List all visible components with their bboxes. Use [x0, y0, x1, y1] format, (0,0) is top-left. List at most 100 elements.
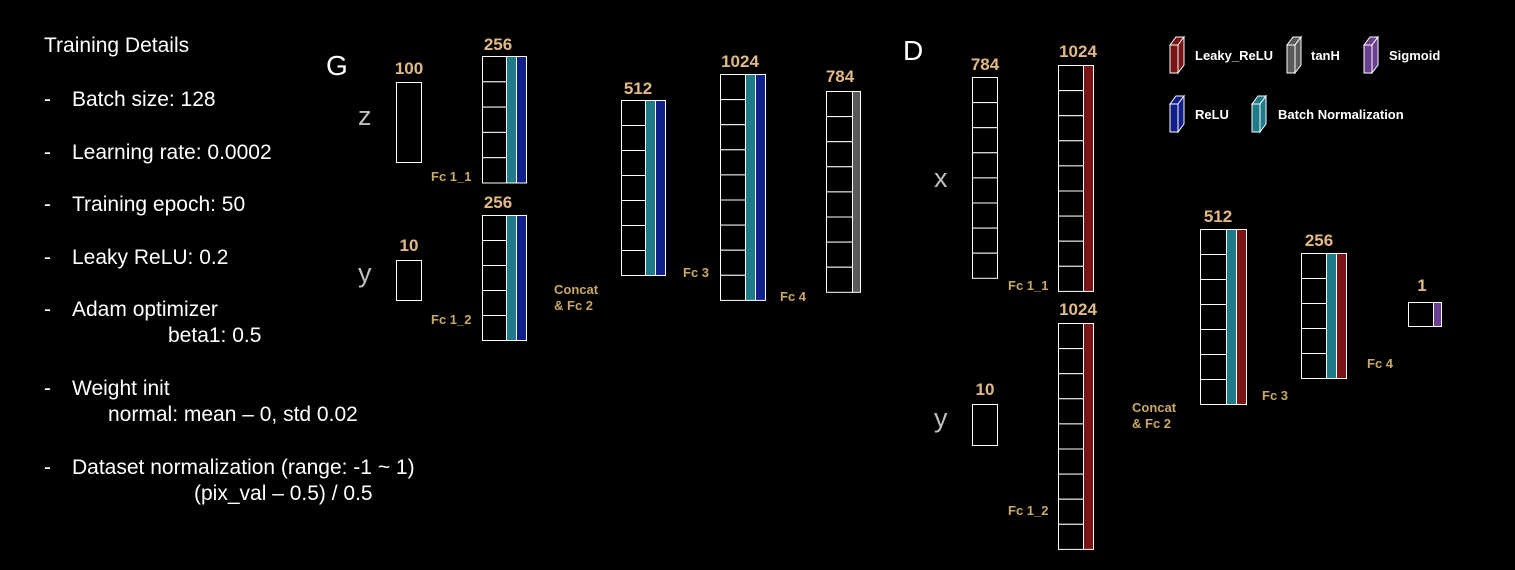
- g-fc2-cell: [621, 175, 646, 201]
- legend-relu-label: ReLU: [1195, 107, 1229, 122]
- d-fc12-activation-strip: [1083, 323, 1094, 550]
- g-fc3-activation-strip: [745, 74, 756, 301]
- d-fc3-activation-strip: [1326, 253, 1337, 379]
- d-fc11-cell: [1058, 115, 1084, 142]
- g-fc3-cell: [720, 199, 746, 226]
- legend-leaky-relu-label: Leaky_ReLU: [1195, 48, 1274, 63]
- legend-relu-icon: [1169, 103, 1179, 133]
- g-fc11-activation-strip: [516, 56, 527, 184]
- d-fc11-cell: [1058, 90, 1084, 117]
- detail-normalization-formula: (pix_val – 0.5) / 0.5: [194, 482, 373, 505]
- g-fc11-cell: [482, 56, 507, 83]
- d-fc12-label: Fc 1_2: [1008, 503, 1049, 518]
- d-input-x-cell: [972, 77, 998, 104]
- legend-batchnorm-label: Batch Normalization: [1278, 107, 1404, 122]
- detail-weight-init: -Weight init: [44, 377, 170, 400]
- discriminator-label: D: [903, 35, 924, 66]
- d-fc2-activation-strip: [1236, 229, 1247, 405]
- g-fc11-cell: [482, 81, 507, 108]
- g-size-fc4: 784: [825, 67, 855, 86]
- g-fc4-cell: [826, 191, 853, 218]
- g-size-fc3: 1024: [721, 52, 759, 71]
- d-fc2-activation-strip: [1226, 229, 1237, 405]
- g-fc3-cell: [720, 74, 746, 101]
- g-size-y: 10: [399, 236, 419, 255]
- g-fc2-activation-strip: [655, 100, 666, 276]
- d-fc12-cell: [1058, 373, 1084, 400]
- d-fc3-cell: [1301, 328, 1327, 354]
- g-fc11-activation-strip: [506, 56, 517, 184]
- detail-batch-size: -Batch size: 128: [44, 88, 216, 111]
- g-fc12-activation-strip: [506, 215, 517, 341]
- d-fc11-cell: [1058, 215, 1084, 242]
- g-size-fc2: 512: [623, 79, 653, 98]
- legend-leaky-relu-icon: [1169, 44, 1179, 74]
- discriminator-y-label: y: [934, 403, 948, 433]
- g-size-fc11: 256: [483, 35, 513, 54]
- d-input-x-cell: [972, 252, 998, 279]
- g-fc11-cell: [482, 131, 507, 159]
- g-size-fc12: 256: [483, 193, 513, 212]
- g-fc12-cell: [482, 240, 507, 266]
- g-fc2-cell: [621, 250, 646, 276]
- legend-tanh-label: tanH: [1311, 48, 1340, 63]
- g-fc4-label: Fc 4: [780, 289, 807, 304]
- d-input-x-cell: [972, 152, 998, 179]
- legend-sigmoid-icon: [1363, 44, 1373, 74]
- g-fc12-label: Fc 1_2: [431, 312, 472, 327]
- g-fc2-cell: [621, 150, 646, 176]
- detail-adam-optimizer: -Adam optimizer: [44, 298, 218, 321]
- d-fc12-cell: [1058, 523, 1084, 550]
- g-input-z-cell: [396, 82, 422, 163]
- d-fc2-cell: [1200, 329, 1227, 355]
- d-fc3-cell: [1301, 303, 1327, 329]
- g-fc4-cell: [826, 216, 853, 243]
- g-fc3-label: Fc 3: [683, 265, 710, 280]
- legend-batchnorm-icon: [1251, 103, 1261, 133]
- detail-adam-beta1: beta1: 0.5: [168, 324, 262, 347]
- d-input-x-cell: [972, 227, 998, 254]
- g-input-y-cell: [396, 260, 422, 301]
- g-fc4-cell: [826, 166, 853, 193]
- d-size-fc4: 1: [1417, 276, 1427, 295]
- d-fc12-cell: [1058, 348, 1084, 375]
- detail-learning-rate: -Learning rate: 0.0002: [44, 141, 272, 164]
- d-fc2-label: Concat & Fc 2: [1132, 400, 1177, 431]
- d-input-y-cell: [972, 404, 998, 446]
- g-fc2-cell: [621, 125, 646, 151]
- d-fc11-label: Fc 1_1: [1008, 278, 1049, 293]
- g-fc4-cell: [826, 241, 853, 268]
- g-fc4-activation-strip: [852, 91, 861, 293]
- g-fc4-cell: [826, 266, 853, 293]
- training-details-title: Training Details: [44, 34, 190, 57]
- d-output-cell: [1408, 302, 1434, 327]
- d-input-x-cell: [972, 177, 998, 204]
- g-fc11-label: Fc 1_1: [431, 169, 472, 184]
- g-fc2-label: Concat & Fc 2: [554, 282, 599, 313]
- d-fc12-cell: [1058, 423, 1084, 450]
- g-fc3-cell: [720, 249, 746, 276]
- d-fc11-cell: [1058, 65, 1084, 92]
- generator-label: G: [326, 50, 348, 81]
- d-fc11-cell: [1058, 165, 1084, 192]
- d-size-x: 784: [970, 55, 1000, 74]
- d-fc2-cell: [1200, 254, 1227, 280]
- detail-weight-init-normal: normal: mean – 0, std 0.02: [108, 403, 358, 426]
- g-fc4-cell: [826, 116, 853, 143]
- d-fc3-cell: [1301, 253, 1327, 279]
- g-fc2-activation-strip: [645, 100, 656, 276]
- d-fc11-activation-strip: [1083, 65, 1094, 292]
- g-fc12-activation-strip: [516, 215, 527, 341]
- d-fc3-cell: [1301, 353, 1327, 379]
- detail-leaky-relu: -Leaky ReLU: 0.2: [44, 246, 229, 269]
- g-fc3-cell: [720, 224, 746, 251]
- d-size-fc3: 256: [1304, 231, 1334, 250]
- d-fc12-cell: [1058, 473, 1084, 500]
- g-fc12-cell: [482, 315, 507, 341]
- d-fc2-cell: [1200, 354, 1227, 380]
- d-size-fc2: 512: [1203, 207, 1233, 226]
- d-fc2-cell: [1200, 279, 1227, 305]
- d-fc12-cell: [1058, 498, 1084, 525]
- g-fc3-activation-strip: [755, 74, 766, 301]
